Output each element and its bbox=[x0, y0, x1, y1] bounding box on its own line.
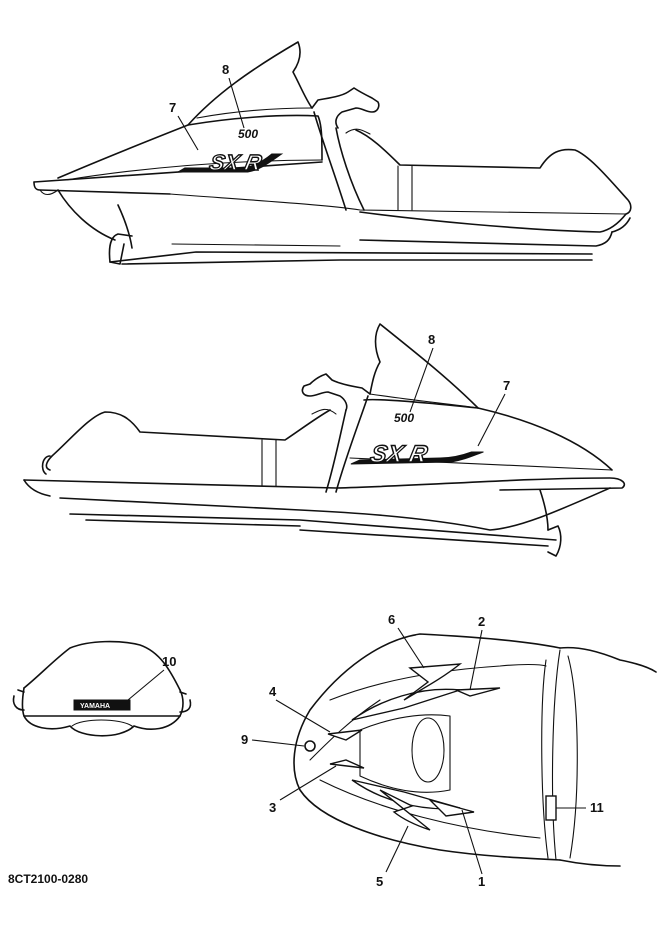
yamaha-brand-text: YAMAHA bbox=[80, 703, 110, 710]
top-view-decals: SX R 500 bbox=[176, 127, 284, 176]
callout-5: 5 bbox=[376, 874, 383, 889]
sxr-logo-text-top: SX R bbox=[207, 150, 264, 175]
hood-decal-3 bbox=[329, 759, 365, 769]
yamaha-brand-decal: YAMAHA bbox=[73, 699, 131, 711]
callout-9: 9 bbox=[241, 732, 248, 747]
sxr-logo-text-middle: SX R bbox=[368, 441, 430, 468]
callout-10: 10 bbox=[162, 654, 176, 669]
callout-1: 1 bbox=[478, 874, 485, 889]
hood-decal-6 bbox=[403, 663, 463, 701]
displacement-text-middle: 500 bbox=[394, 411, 414, 425]
callout-10-group: 10 bbox=[127, 654, 176, 701]
callout-8-middle: 8 bbox=[428, 332, 435, 347]
windshield-front-view: YAMAHA bbox=[12, 640, 192, 737]
callout-8-top: 8 bbox=[222, 62, 229, 77]
callout-4: 4 bbox=[269, 684, 277, 699]
hood-top-down-view bbox=[293, 633, 657, 867]
drawing-code: 8CT2100-0280 bbox=[8, 872, 89, 886]
displacement-text-top: 500 bbox=[238, 127, 258, 141]
callouts-middle-view: 8 7 bbox=[409, 332, 510, 447]
callout-6: 6 bbox=[388, 612, 395, 627]
snowmobile-left-side-view bbox=[33, 41, 632, 265]
displacement-decal-top: 500 bbox=[238, 127, 258, 141]
middle-view-decals: SX R 500 bbox=[350, 411, 484, 469]
callouts-hood-view: 6 2 4 9 3 5 1 11 bbox=[241, 612, 604, 889]
hood-decal-4 bbox=[327, 729, 363, 741]
callout-11: 11 bbox=[590, 800, 604, 815]
hood-decal-5 bbox=[379, 789, 431, 831]
callout-7-middle: 7 bbox=[503, 378, 510, 393]
hood-decal-2 bbox=[455, 687, 501, 697]
snowmobile-right-side-view bbox=[23, 323, 626, 557]
sxr-logo-decal-middle: SX R bbox=[350, 441, 484, 469]
callout-3: 3 bbox=[269, 800, 276, 815]
displacement-decal-middle: 500 bbox=[394, 411, 414, 425]
callout-2: 2 bbox=[478, 614, 485, 629]
callouts-top-view: 7 8 bbox=[169, 62, 245, 151]
sxr-logo-decal-top: SX R bbox=[176, 150, 284, 176]
callout-7-top: 7 bbox=[169, 100, 176, 115]
